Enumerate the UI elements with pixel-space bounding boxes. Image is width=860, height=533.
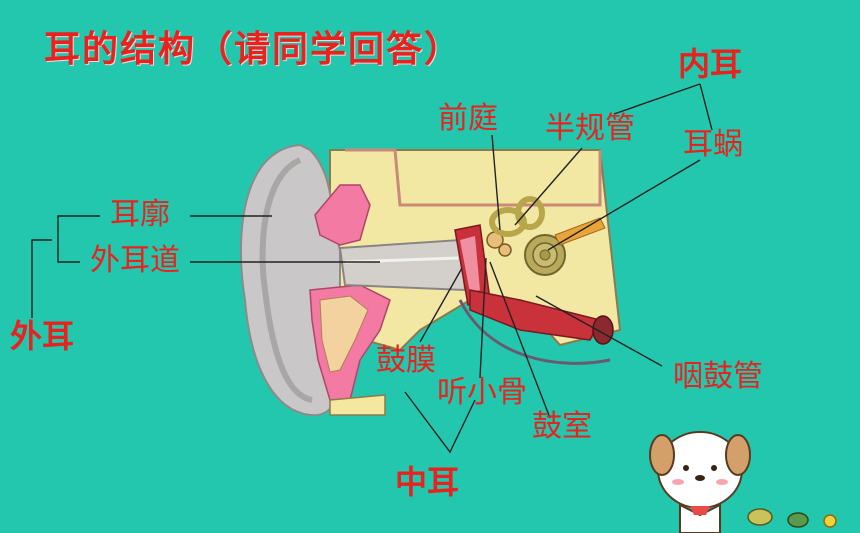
label-semicircular-canals: 半规管 (545, 111, 635, 146)
label-eardrum: 鼓膜 (376, 343, 436, 378)
label-ear-canal: 外耳道 (90, 243, 180, 278)
label-middle-ear: 中耳 (395, 463, 460, 501)
label-auricle: 耳廓 (110, 197, 170, 232)
leader-lines (31, 83, 713, 454)
cartilage-top (314, 184, 371, 246)
eustachian-tube-shape (469, 289, 602, 341)
label-eustachian-tube: 咽鼓管 (673, 359, 763, 394)
label-ossicles: 听小骨 (437, 375, 527, 410)
label-cochlea: 耳蜗 (683, 127, 743, 162)
label-outer-ear: 外耳 (10, 317, 75, 355)
page-title: 耳的结构（请同学回答） (44, 29, 463, 70)
label-inner-ear: 内耳 (678, 45, 743, 83)
label-vestibule: 前庭 (438, 101, 498, 136)
label-tympanic-cavity: 鼓室 (532, 409, 592, 444)
